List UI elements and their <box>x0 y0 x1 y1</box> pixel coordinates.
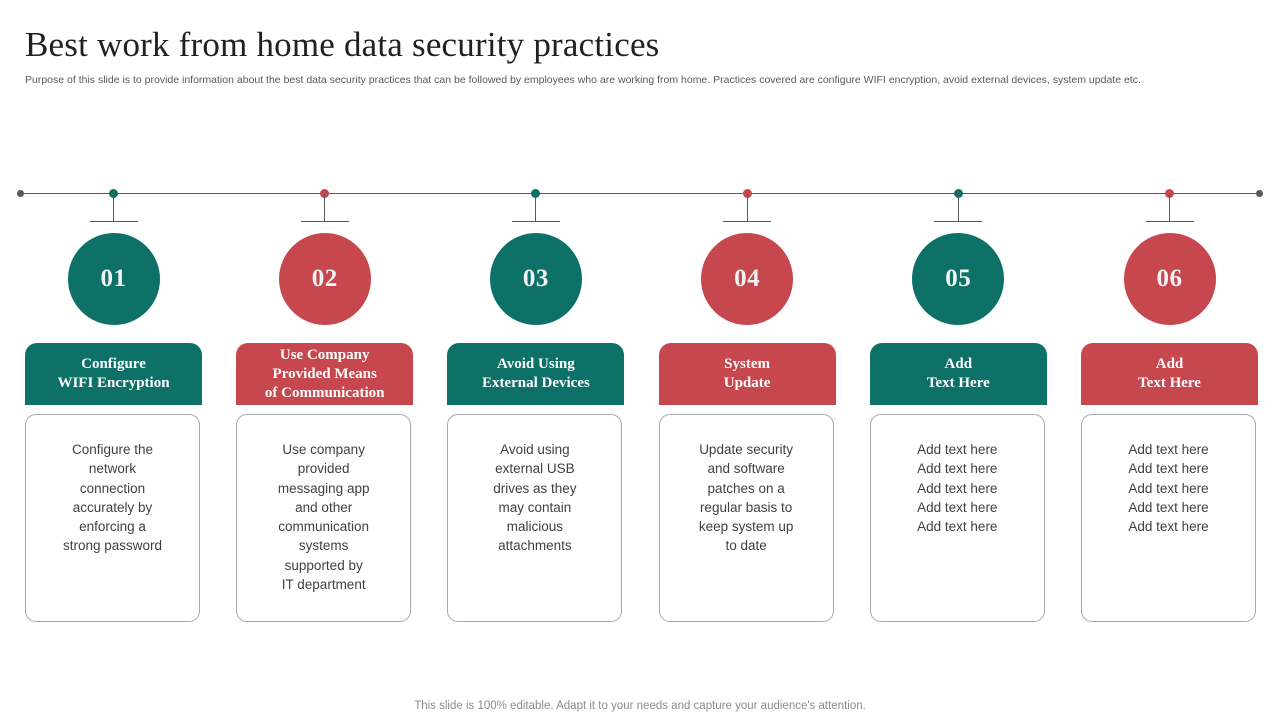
description-line: patches on a <box>707 480 785 496</box>
description-line: may contain <box>498 499 572 515</box>
timeline-stem <box>535 194 537 222</box>
timeline-crossbar <box>300 221 349 222</box>
description-line: Avoid using <box>500 442 570 457</box>
description-line: Add text here <box>1128 499 1209 515</box>
description-line: communication <box>278 519 370 535</box>
timeline-node-dot-icon <box>953 189 963 198</box>
description-line: drives as they <box>493 480 577 496</box>
heading-line: Use Company <box>279 346 370 363</box>
description-line: attachments <box>498 538 572 554</box>
step-number-badge[interactable]: 04 <box>701 233 794 325</box>
timeline-crossbar <box>934 221 983 222</box>
step-number-badge[interactable]: 06 <box>1123 233 1216 325</box>
description-line: Add text here <box>917 442 998 457</box>
step-number-badge[interactable]: 02 <box>278 233 371 325</box>
description-line: to date <box>725 538 767 554</box>
description-line: accurately by <box>72 499 153 515</box>
timeline-stem <box>113 194 114 222</box>
heading-line: of Communication <box>264 384 385 401</box>
description-line: Add text here <box>1128 480 1209 496</box>
step-number-badge[interactable]: 01 <box>67 233 160 325</box>
timeline-node-dot-icon <box>1165 189 1174 198</box>
practice-description-02[interactable]: Use company provided messaging app and othe… <box>236 414 412 622</box>
timeline-crossbar <box>723 221 772 222</box>
description-line: Update security <box>699 442 793 457</box>
description-line: Use company <box>282 442 365 457</box>
heading-line: Text Here <box>1138 375 1201 391</box>
heading-line: Add <box>1155 356 1184 372</box>
description-line: Add text here <box>917 461 998 477</box>
timeline-right-endpoint-dot-icon <box>1256 190 1263 197</box>
footer-note: This slide is 100% editable. Adapt it to… <box>414 700 866 712</box>
practice-description-03[interactable]: Avoid using external USB drives as they may… <box>447 414 623 622</box>
heading-line: External Devices <box>481 375 590 391</box>
description-line: strong password <box>62 538 163 554</box>
practice-description-01[interactable]: Configure the network connection accurately… <box>25 414 200 622</box>
description-line: Add text here <box>917 519 998 535</box>
timeline-stem <box>957 194 959 222</box>
slide-subtitle: Purpose of this slide is to provide info… <box>25 74 1141 86</box>
step-number-badge[interactable]: 03 <box>489 233 582 325</box>
description-line: Add text here <box>917 499 998 515</box>
description-line: Add text here <box>1128 519 1209 535</box>
heading-line: Text Here <box>926 375 990 391</box>
timeline-crossbar <box>89 221 138 222</box>
description-line: network <box>88 461 137 477</box>
description-line: regular basis to <box>699 499 793 515</box>
timeline-left-endpoint-dot-icon <box>17 190 24 197</box>
heading-line: Configure <box>81 356 146 372</box>
description-line: supported by <box>284 557 363 573</box>
heading-line: WIFI Encryption <box>57 375 170 391</box>
heading-line: Avoid Using <box>497 356 575 372</box>
heading-line: System <box>724 356 770 372</box>
description-line: Add text here <box>1128 461 1209 477</box>
description-line: systems <box>298 538 349 554</box>
description-line: IT department <box>281 577 366 593</box>
heading-line: Update <box>723 375 771 391</box>
description-line: connection <box>79 480 146 496</box>
description-line: Add text here <box>1128 442 1209 457</box>
description-line: malicious <box>506 519 564 535</box>
description-line: keep system up <box>698 519 794 535</box>
description-line: messaging app <box>277 480 370 496</box>
step-number-badge[interactable]: 05 <box>912 233 1005 325</box>
timeline-axis <box>20 193 1260 194</box>
timeline-node-dot-icon <box>531 189 541 198</box>
description-line: external USB <box>495 461 575 477</box>
description-line: and software <box>707 461 785 477</box>
timeline-stem <box>1169 194 1170 222</box>
heading-line: Provided Means <box>272 365 377 382</box>
timeline-crossbar <box>1145 221 1194 222</box>
description-line: provided <box>297 461 350 477</box>
description-line: Add text here <box>917 480 998 496</box>
timeline-node-dot-icon <box>320 189 330 198</box>
heading-line: Add <box>944 356 973 372</box>
timeline-stem <box>746 194 748 222</box>
timeline-node-dot-icon <box>742 189 752 198</box>
page-title: Best work from home data security practi… <box>25 25 660 64</box>
description-line: enforcing a <box>79 519 146 535</box>
timeline-node-dot-icon <box>109 189 118 198</box>
practice-description-04[interactable]: Update security and software patches on a r… <box>658 414 834 622</box>
timeline-stem <box>324 194 326 222</box>
description-line: Configure the <box>71 442 154 457</box>
timeline-crossbar <box>511 221 560 222</box>
description-line: and other <box>295 499 353 515</box>
